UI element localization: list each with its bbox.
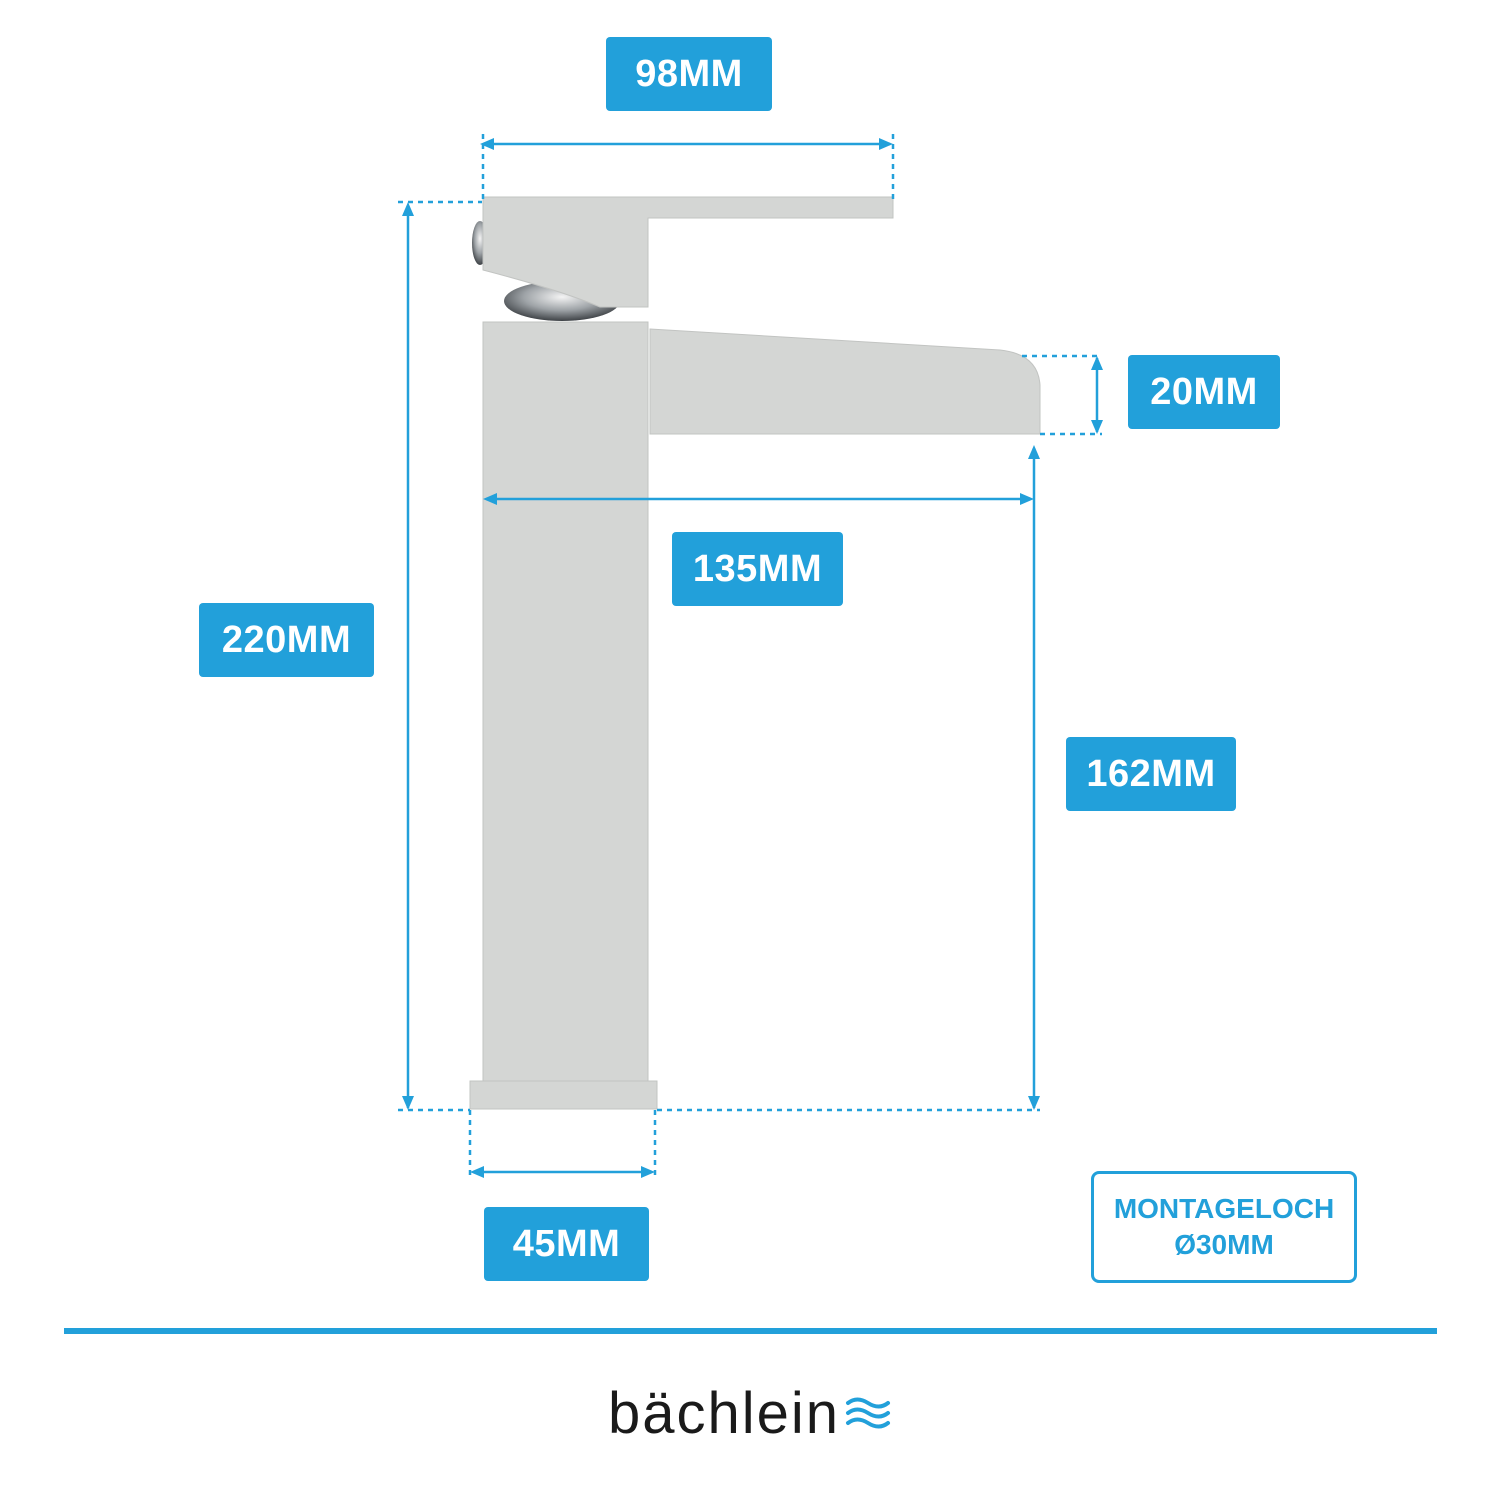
wave-lines-icon — [846, 1397, 891, 1429]
faucet-illustration — [469, 196, 1041, 1110]
outlet-height-label: 162MM — [1066, 737, 1236, 811]
faucet-spout — [649, 328, 1041, 435]
total-height-label: 220MM — [199, 603, 374, 677]
faucet-base — [469, 1080, 658, 1110]
dimension-arrowheads — [402, 138, 1103, 1178]
footer-divider — [64, 1328, 1437, 1334]
mounting-hole-note: MONTAGELOCH Ø30MM — [1091, 1171, 1357, 1283]
handle-width-label: 98MM — [606, 37, 772, 111]
faucet-body — [482, 321, 649, 1083]
mounting-hole-title: MONTAGELOCH — [1113, 1193, 1335, 1224]
brand-name: bächlein — [607, 1380, 841, 1446]
lever-handle — [482, 196, 894, 308]
base-width-label: 45MM — [484, 1207, 649, 1281]
dimension-lines — [398, 134, 1102, 1178]
mounting-hole-diameter: Ø30MM — [1174, 1229, 1274, 1260]
spout-height-label: 20MM — [1128, 355, 1280, 429]
spout-reach-label: 135MM — [672, 532, 843, 606]
brand-logo: bächlein — [0, 1378, 1500, 1448]
